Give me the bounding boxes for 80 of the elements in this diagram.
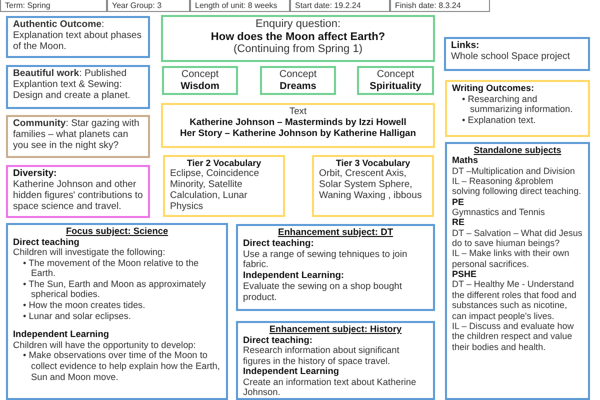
card-heading: Enhancement subject: History	[268, 324, 403, 335]
outcomes-card	[445, 80, 590, 137]
section-heading: Direct teaching:	[243, 238, 315, 249]
section-heading: Diversity:	[13, 168, 58, 180]
question-card	[161, 15, 435, 62]
concept-card	[357, 66, 434, 95]
concept-card	[260, 66, 336, 95]
subject-card	[236, 224, 435, 311]
card-text: Children will have the opportunity to develop:	[13, 340, 197, 350]
section-heading: Tier 2 Vocabulary	[186, 158, 262, 168]
section-heading: Katherine Johnson – Masterminds by Izzi Howell	[188, 116, 408, 128]
section-heading: Spirituality	[368, 80, 422, 92]
section-heading: Her Story – Katherine Johnson by Katherine Halligan	[179, 128, 417, 138]
section-heading: Maths	[452, 155, 480, 166]
community-card	[6, 115, 150, 158]
card-text: Create an information text about Katherine Johnson.	[243, 376, 418, 398]
table-cell: Year Group: 3	[107, 0, 190, 12]
table-cell: Start date: 19.2.24	[290, 0, 390, 12]
card-text: (Continuing from Spring 1)	[232, 43, 364, 56]
subject-card	[6, 223, 228, 400]
card-text: Gymnastics and Tennis	[452, 207, 546, 218]
card-heading: Standalone subjects	[472, 145, 562, 156]
card-text: Community: Star gazing with families – what planets can you see in the night sky?	[13, 118, 140, 152]
bullet-item: • Explanation text.	[461, 114, 537, 126]
card-text: Eclipse, Coincidence Minority, Satellite Calculation, Lunar Physics	[170, 168, 260, 212]
outcome-card	[6, 16, 150, 58]
card-text: IL – Make links with their own personal sacrifices.	[452, 248, 570, 270]
card-text: Children will investigate the following:	[13, 247, 166, 258]
section-heading: Direct teaching:	[243, 334, 314, 346]
bullet-item: • The Sun, Earth and Moon as approximately spherical bodies.	[22, 278, 207, 300]
bullet-item: • Researching and summarizing information.	[461, 94, 574, 115]
section-heading: How does the Moon affect Earth?	[210, 30, 386, 44]
card-text: Authentic Outcome: Explanation text about phases of the Moon.	[13, 19, 143, 52]
card-text: DT –Multiplication and Division	[452, 166, 576, 176]
bullet-item: • Lunar and solar eclipses.	[22, 310, 132, 322]
section-heading: Writing Outcomes:	[452, 83, 536, 94]
card-heading: Enhancement subject: DT	[276, 227, 394, 238]
card-text: Concept	[180, 69, 220, 80]
concept-card	[162, 66, 238, 95]
card-text: Concept	[278, 69, 318, 80]
card-text: DT – Salvation – What did Jesus do to save hiuman beings?	[452, 228, 583, 248]
text-card	[161, 103, 435, 148]
card-text: Beautiful work: Published Explantion text & Sewing: Design and create a planet.	[13, 68, 132, 102]
card-text: Enquiry question:	[254, 18, 342, 31]
section-heading: PE	[452, 196, 466, 208]
vocabulary-card	[163, 155, 285, 217]
bullet-item: • The movement of the Moon relative to the Earth.	[22, 258, 200, 279]
section-heading: Independent Learning:	[243, 270, 346, 282]
table-cell: Length of unit: 8 weeks	[190, 0, 290, 12]
card-heading: Focus subject: Science	[64, 226, 170, 237]
section-heading: Dreams	[278, 80, 318, 92]
card-text: Text	[288, 106, 308, 117]
section-heading: Tier 3 Vocabulary	[334, 158, 412, 168]
vocabulary-card	[312, 155, 434, 217]
card-text: Evaluate the sewing on a shop bought product.	[243, 281, 403, 303]
links-card	[444, 37, 590, 71]
card-text: IL – Reasoning &problem solving following direct teaching.	[452, 176, 582, 197]
section-heading: Independent Learning	[13, 329, 110, 340]
section-heading: RE	[452, 217, 466, 228]
section-heading: Direct teaching	[13, 236, 80, 248]
card-text: Concept	[376, 69, 416, 80]
card-text: DT – Healthy Me - Understand the different roles that food and substances such as nicotine, can impact people's lives.	[452, 279, 578, 321]
card-text: IL – Discuss and evaluate how the children respect and value their bodies and health.	[452, 320, 575, 352]
diversity-card	[6, 165, 150, 218]
outcome-card	[6, 65, 150, 109]
subject-card	[236, 321, 435, 400]
card-text: Katherine Johnson and other hidden figures' contributions to space science and travel.	[13, 179, 143, 212]
bullet-item: • Make observations over time of the Moon to collect evidence to help explain how the Earth, Sun and Moon move.	[22, 350, 221, 382]
card-text: Whole school Space project	[451, 51, 571, 62]
card-text: Orbit, Crescent Axis, Solar System Sphere, Waning Waxing , ibbous	[319, 168, 423, 202]
card-text: Use a range of sewing tehniques to join fabric.	[243, 248, 408, 270]
table-cell: Term: Spring	[0, 0, 107, 12]
section-heading: Independent Learning	[243, 366, 340, 377]
section-heading: Wisdom	[180, 80, 220, 92]
card-text: Research information about significant figures in the history of space travel.	[243, 345, 400, 366]
subject-card	[445, 142, 590, 400]
table-cell: Finish date: 8.3.24	[390, 0, 490, 12]
bullet-item: • How the moon creates tides.	[22, 300, 146, 311]
section-heading: PSHE	[452, 269, 478, 280]
section-heading: Links:	[451, 40, 480, 52]
